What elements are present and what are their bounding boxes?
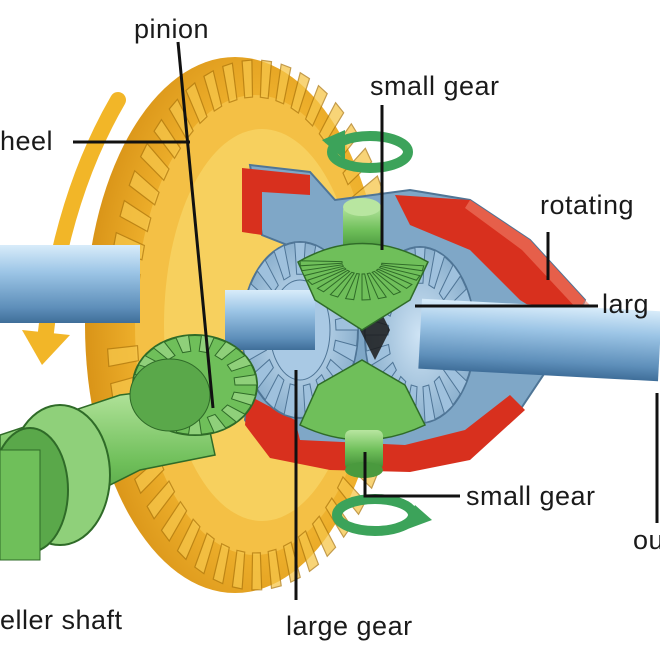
gear-tooth: [433, 375, 454, 415]
label-propeller-shaft: eller shaft: [0, 605, 123, 635]
gear-tooth: [428, 249, 446, 290]
gear-tooth: [175, 334, 192, 354]
label-output: ou: [633, 525, 660, 555]
planet-gear-top: [297, 198, 429, 331]
gear-tooth: [259, 59, 273, 100]
rotation-top-arrow-icon: [322, 130, 413, 173]
gear-tooth: [231, 549, 246, 590]
gear-tooth: [329, 271, 355, 298]
label-pinion: pinion: [134, 14, 209, 44]
gear-tooth: [194, 532, 215, 575]
gear-tooth: [300, 264, 345, 277]
inner-shaft: [225, 290, 315, 350]
gear-tooth: [160, 500, 188, 543]
gear-tooth: [344, 273, 360, 301]
gear-tooth: [306, 267, 347, 286]
gear-tooth: [241, 59, 254, 99]
gear-tooth: [203, 69, 223, 112]
left-axle-shaft: [0, 245, 140, 323]
gear-tooth: [233, 374, 258, 386]
gear-tooth: [371, 270, 402, 296]
gear-tooth: [438, 263, 462, 301]
gear-tooth: [185, 81, 208, 125]
right-axle-shaft: [418, 298, 660, 382]
label-large-gear-bottom: large gear: [286, 611, 413, 641]
gear-tooth: [128, 169, 160, 206]
gear-tooth: [311, 515, 337, 558]
gear-tooth: [106, 344, 140, 368]
pinion-gear: [129, 334, 258, 436]
gear-tooth: [366, 272, 388, 300]
planet-gear-bottom: [299, 359, 427, 478]
gear-tooth: [212, 542, 230, 585]
gear-tooth: [176, 518, 201, 561]
gear-tooth: [304, 84, 328, 128]
gear-tooth: [221, 404, 247, 423]
gear-tooth: [273, 244, 291, 281]
gear-tooth: [375, 268, 413, 290]
gear-tooth: [378, 265, 421, 281]
gear-tooth: [380, 262, 425, 272]
gear-tooth: [290, 71, 311, 114]
gear-tooth: [264, 373, 285, 410]
gear-tooth: [226, 354, 253, 372]
gear-tooth: [139, 142, 170, 182]
label-small-gear-top: small gear: [370, 71, 500, 101]
gear-tooth: [251, 552, 263, 591]
gear-tooth: [316, 269, 351, 293]
gear-tooth: [333, 339, 358, 363]
gear-tooth: [152, 341, 176, 361]
small-gear-bottom-leader-line: [363, 452, 460, 498]
gear-tooth: [297, 529, 320, 573]
gear-tooth: [206, 413, 227, 434]
gear-tooth: [256, 258, 279, 294]
pinion-leader-line: [176, 41, 215, 409]
label-wheel: heel: [0, 126, 53, 156]
gear-tooth: [275, 63, 292, 105]
gear-tooth: [146, 480, 176, 520]
label-rotating: rotating: [540, 190, 634, 220]
label-small-gear-bottom: small gear: [466, 481, 596, 511]
gear-tooth: [214, 341, 238, 361]
gear-tooth: [361, 273, 371, 301]
gear-tooth: [222, 62, 238, 104]
gear-tooth: [119, 199, 152, 233]
rotation-bottom-arrow-icon: [332, 494, 432, 536]
gear-tooth: [422, 384, 436, 424]
gear-tooth: [153, 118, 182, 160]
leader-lines: [73, 41, 659, 600]
gear-tooth: [299, 260, 343, 267]
label-large-gear-right: larg: [602, 289, 649, 319]
gear-tooth: [267, 548, 282, 590]
gear-tooth: [230, 391, 257, 406]
